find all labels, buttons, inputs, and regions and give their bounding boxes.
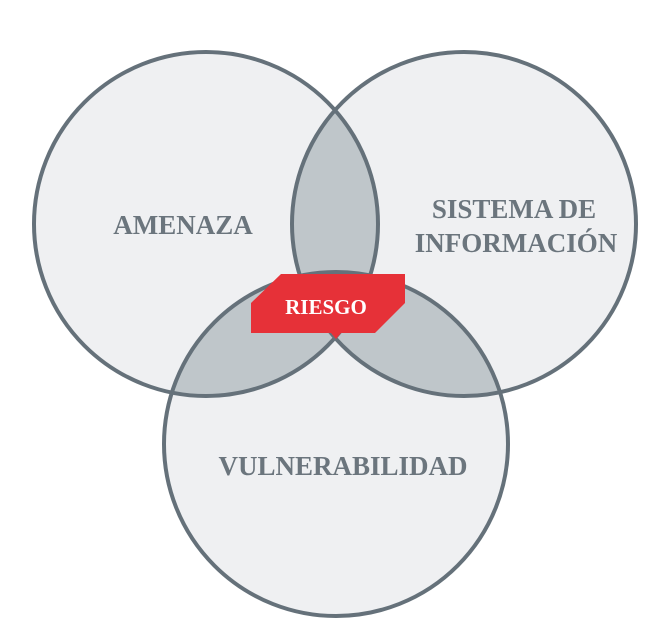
circle-amenaza xyxy=(32,50,380,398)
badge-shape xyxy=(251,274,405,333)
label-sistema-line1: SISTEMA DE xyxy=(432,194,596,224)
label-sistema-line2: INFORMACIÓN xyxy=(415,228,618,258)
pairwise-overlaps xyxy=(164,52,508,396)
circle-outlines xyxy=(32,50,638,618)
label-vulnerabilidad: VULNERABILIDAD xyxy=(218,451,467,481)
circle-sistema-informacion xyxy=(290,50,638,398)
riesgo-badge: RIESGO xyxy=(251,274,405,339)
label-riesgo: RIESGO xyxy=(285,295,367,319)
badge-pointer xyxy=(331,333,341,339)
label-amenaza: AMENAZA xyxy=(113,210,253,240)
circle-vulnerabilidad xyxy=(162,270,510,618)
